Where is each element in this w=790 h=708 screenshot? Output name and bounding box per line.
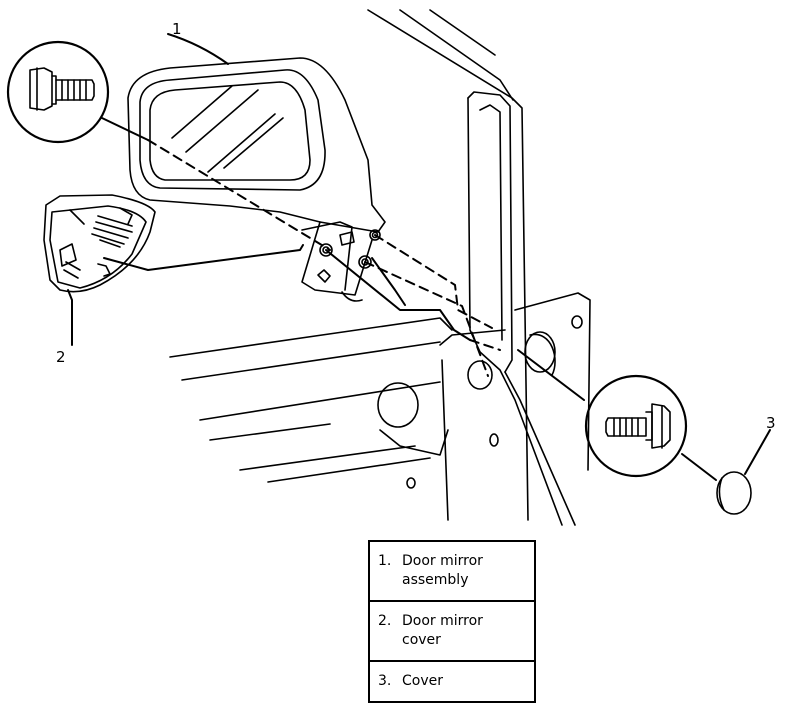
legend-number: 1. (368, 540, 398, 602)
legend-row: 3. Cover (368, 660, 536, 703)
door-pillar (367, 9, 576, 526)
legend-number: 3. (368, 660, 398, 703)
mirror-housing (127, 57, 386, 302)
legend-row: 1. Door mirror assembly (368, 540, 536, 602)
callout-3: 3 (766, 414, 776, 432)
callout-1: 1 (172, 20, 182, 38)
legend-number: 2. (368, 600, 398, 662)
door-panel (169, 292, 591, 521)
parts-legend-table: 1. Door mirror assembly 2. Door mirror c… (368, 540, 536, 703)
legend-text: Door mirror assembly (398, 540, 536, 602)
cover-plug (716, 471, 752, 515)
callout-2: 2 (56, 348, 66, 366)
legend-text: Cover (398, 660, 536, 703)
legend-text: Door mirror cover (398, 600, 536, 662)
legend-row: 2. Door mirror cover (368, 600, 536, 662)
bolt-detail-upper (6, 40, 110, 144)
bolt-detail-lower (584, 374, 688, 478)
exploded-mirror-diagram (6, 9, 771, 526)
mirror-cover (43, 194, 156, 293)
leader-lines (67, 33, 771, 481)
